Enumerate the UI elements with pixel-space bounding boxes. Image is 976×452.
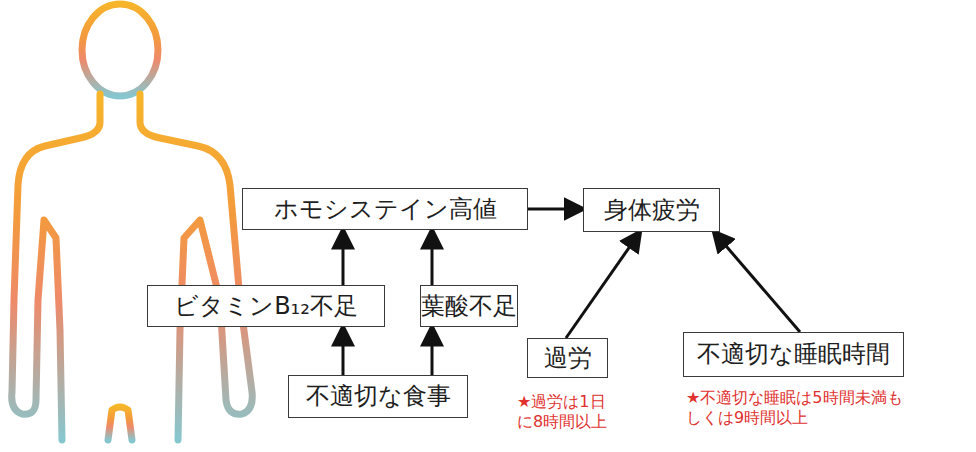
box-label: 不適切な睡眠時間: [697, 341, 890, 367]
box-label: 過労: [544, 345, 592, 371]
process-box: 過労: [527, 338, 608, 378]
process-box: ホモシステイン高値: [242, 188, 528, 230]
box-label: ビタミンB₁₂不足: [174, 293, 358, 319]
process-box: 不適切な食事: [288, 375, 468, 418]
arrow-connector: [431, 327, 434, 375]
arrow-connector: [342, 327, 345, 375]
box-label: ホモシステイン高値: [274, 196, 497, 222]
process-box: 身体疲労: [583, 188, 720, 232]
process-box: ビタミンB₁₂不足: [147, 285, 385, 327]
arrow-connector: [431, 230, 434, 285]
box-label: 葉酸不足: [421, 293, 517, 319]
box-label: 不適切な食事: [306, 383, 451, 409]
arrow-connector: [714, 232, 800, 332]
note-text: ★過労は1日に8時間以上: [517, 392, 617, 432]
note-text: ★不適切な睡眠は5時間未満もしくは9時間以上: [686, 388, 908, 428]
process-box: 不適切な睡眠時間: [683, 332, 904, 377]
arrow-connector: [528, 208, 583, 211]
process-box: 葉酸不足: [420, 285, 518, 327]
arrow-connector: [566, 232, 640, 338]
box-label: 身体疲労: [604, 197, 700, 223]
arrow-connector: [342, 230, 345, 285]
